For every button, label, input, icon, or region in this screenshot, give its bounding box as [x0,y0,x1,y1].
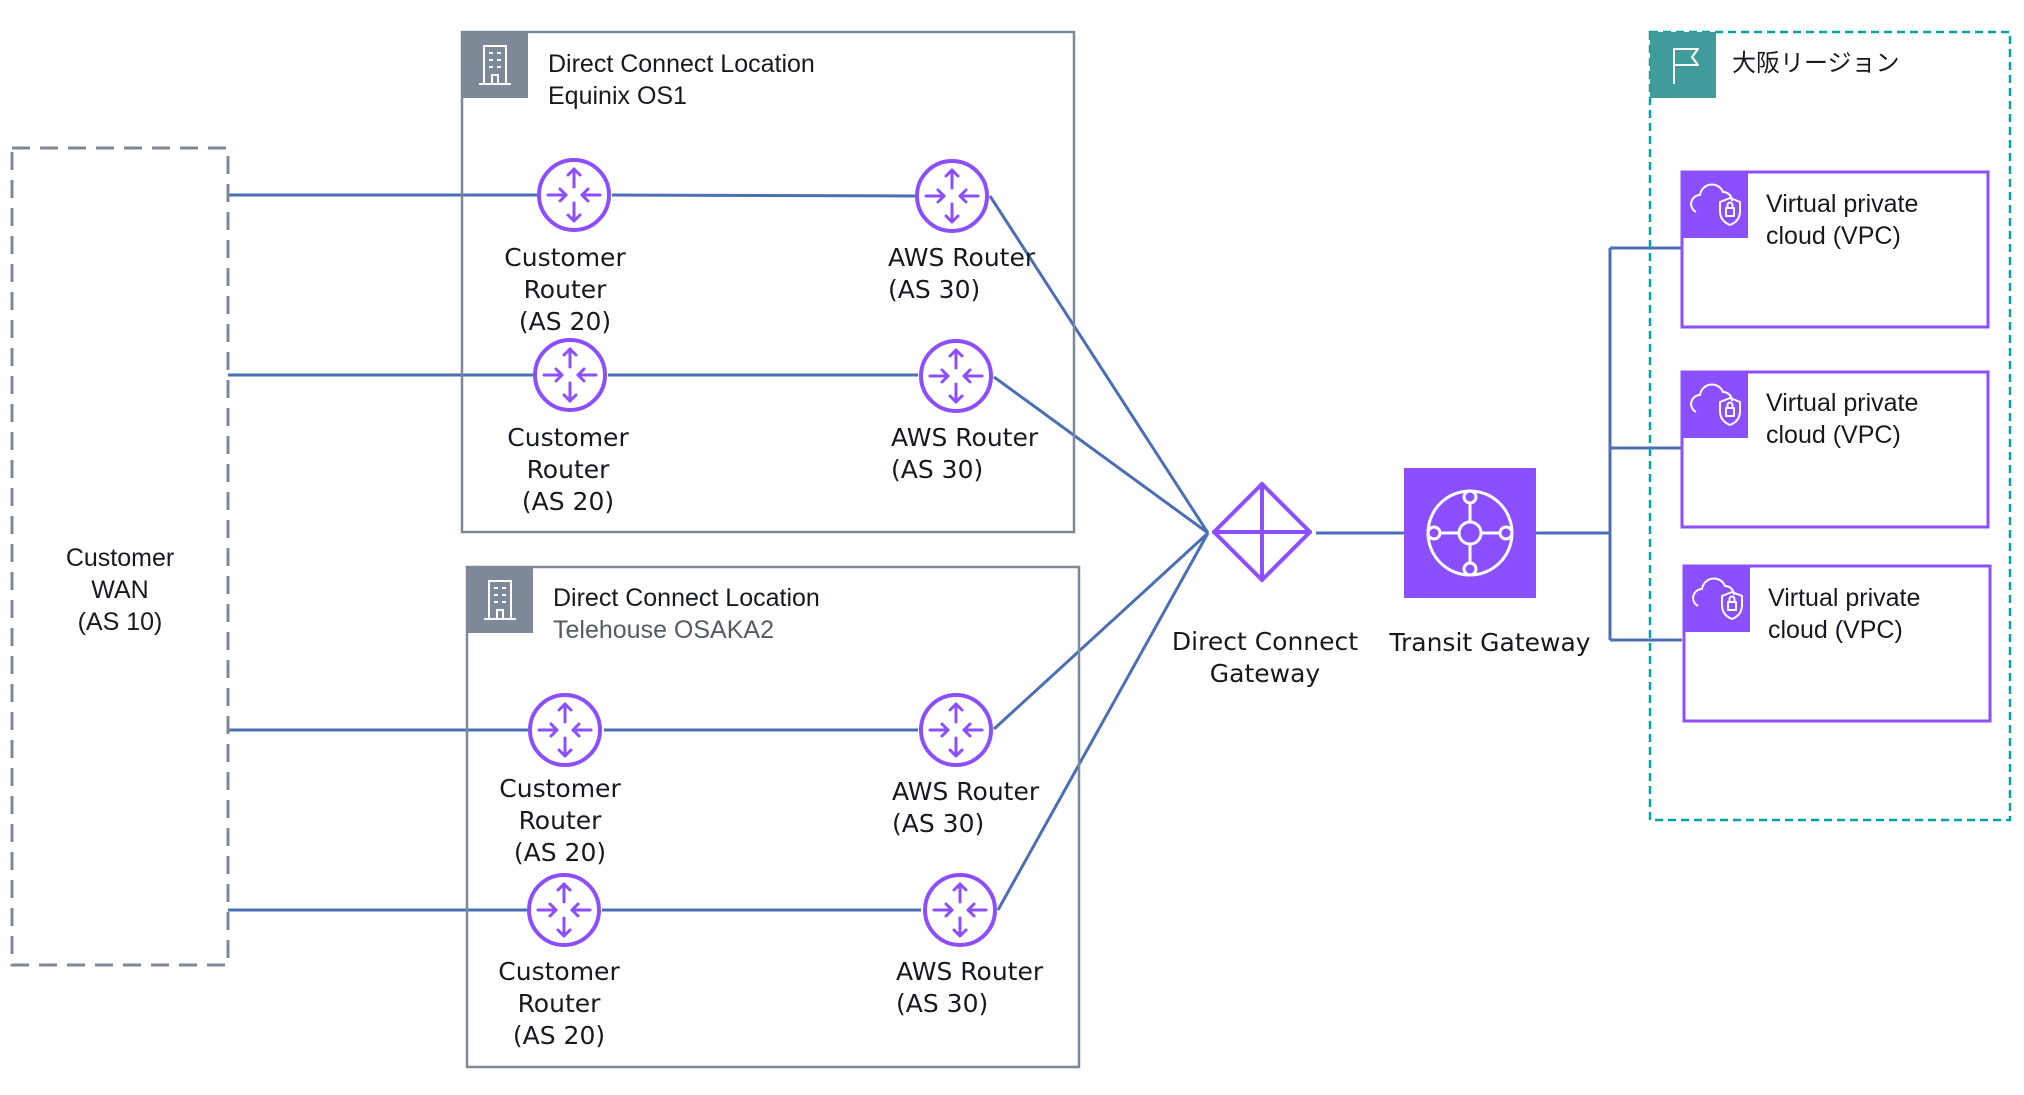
dx-gateway-line-1: Direct Connect [1171,627,1359,656]
router-label-line: (AS 20) [518,307,612,336]
router-label-line: (AS 30) [891,455,984,484]
location-2-name: Direct Connect Location [553,584,820,612]
aws-router-icon [919,693,993,767]
customer-router-icon [537,158,611,232]
location-2-subtitle: Telehouse OSAKA2 [553,616,774,644]
router-label-line: Router [518,806,602,835]
aws-router-icon [923,873,997,947]
customer-router-icon [527,873,601,947]
location-2-title: Direct Connect Location Telehouse OSAKA2 [553,582,820,646]
vpc-icon [1681,371,1749,439]
router-label-line: AWS Router [896,957,1044,986]
router-label-line: Customer [507,423,629,452]
aws-router-icon [919,339,993,413]
aws-router-label: AWS Router (AS 30) [891,422,1038,486]
customer-router-label: Customer Router (AS 20) [485,773,635,869]
router-label-line: (AS 30) [888,275,981,304]
router-label-line: (AS 20) [521,487,615,516]
vpc-box-2 [1680,370,1990,529]
customer-router-icon [533,338,607,412]
router-label-line: (AS 20) [512,1021,606,1050]
aws-router-label: AWS Router (AS 30) [896,956,1043,1020]
router-label-line: Customer [498,957,620,986]
vpc-label-line: Virtual private [1768,584,1921,612]
customer-wan-line-2: WAN [91,576,149,604]
customer-wan-label: Customer WAN (AS 10) [30,542,210,638]
vpc-label-line: cloud (VPC) [1768,616,1903,644]
router-label-line: (AS 30) [896,989,989,1018]
router-label-line: (AS 30) [892,809,985,838]
building-icon [461,31,529,99]
customer-router-label: Customer Router (AS 20) [484,956,634,1052]
vpc-label-3: Virtual private cloud (VPC) [1768,582,1920,646]
vpc-label-line: cloud (VPC) [1766,421,1901,449]
location-box-2 [465,565,1081,1069]
location-box-1 [460,30,1076,534]
router-label-line: Router [523,275,607,304]
transit-gateway-label: Transit Gateway [1389,628,1591,657]
vpc-label-line: cloud (VPC) [1766,222,1901,250]
customer-router-label: Customer Router (AS 20) [493,422,643,518]
vpc-icon [1683,565,1751,633]
router-label-line: Customer [504,243,626,272]
direct-connect-gateway-icon [1209,482,1315,582]
aws-router-label: AWS Router (AS 30) [888,242,1035,306]
flag-icon [1650,32,1716,98]
vpc-label-line: Virtual private [1766,389,1919,417]
customer-wan-line-3: (AS 10) [77,608,163,636]
aws-router-icon [915,159,989,233]
vpc-icon [1681,171,1749,239]
router-label-line: Router [526,455,610,484]
vpc-label-1: Virtual private cloud (VPC) [1766,188,1918,252]
region-box [1648,30,2012,822]
connection-lines [228,193,1682,912]
router-label-line: (AS 20) [513,838,607,867]
vpc-box-3 [1682,564,1992,723]
vpc-box-1 [1680,170,1990,329]
vpc-label-line: Virtual private [1766,190,1919,218]
location-1-title: Direct Connect Location Equinix OS1 [548,48,815,112]
aws-router-label: AWS Router (AS 30) [892,776,1039,840]
router-label-line: AWS Router [892,777,1040,806]
router-label-line: Router [517,989,601,1018]
location-1-name: Direct Connect Location [548,50,815,78]
customer-wan-line-1: Customer [65,544,175,572]
router-label-line: AWS Router [888,243,1036,272]
customer-wan-box [10,146,230,967]
dx-gateway-line-2: Gateway [1209,659,1321,688]
customer-router-icon [528,693,602,767]
customer-router-label: Customer Router (AS 20) [490,242,640,338]
transit-gateway-icon [1404,468,1536,598]
router-label-line: Customer [499,774,621,803]
region-title: 大阪リージョン [1732,49,1900,77]
direct-connect-gateway-label: Direct Connect Gateway [1160,626,1370,690]
vpc-label-2: Virtual private cloud (VPC) [1766,387,1918,451]
building-icon [466,566,534,634]
location-1-subtitle: Equinix OS1 [548,82,687,110]
router-label-line: AWS Router [891,423,1039,452]
